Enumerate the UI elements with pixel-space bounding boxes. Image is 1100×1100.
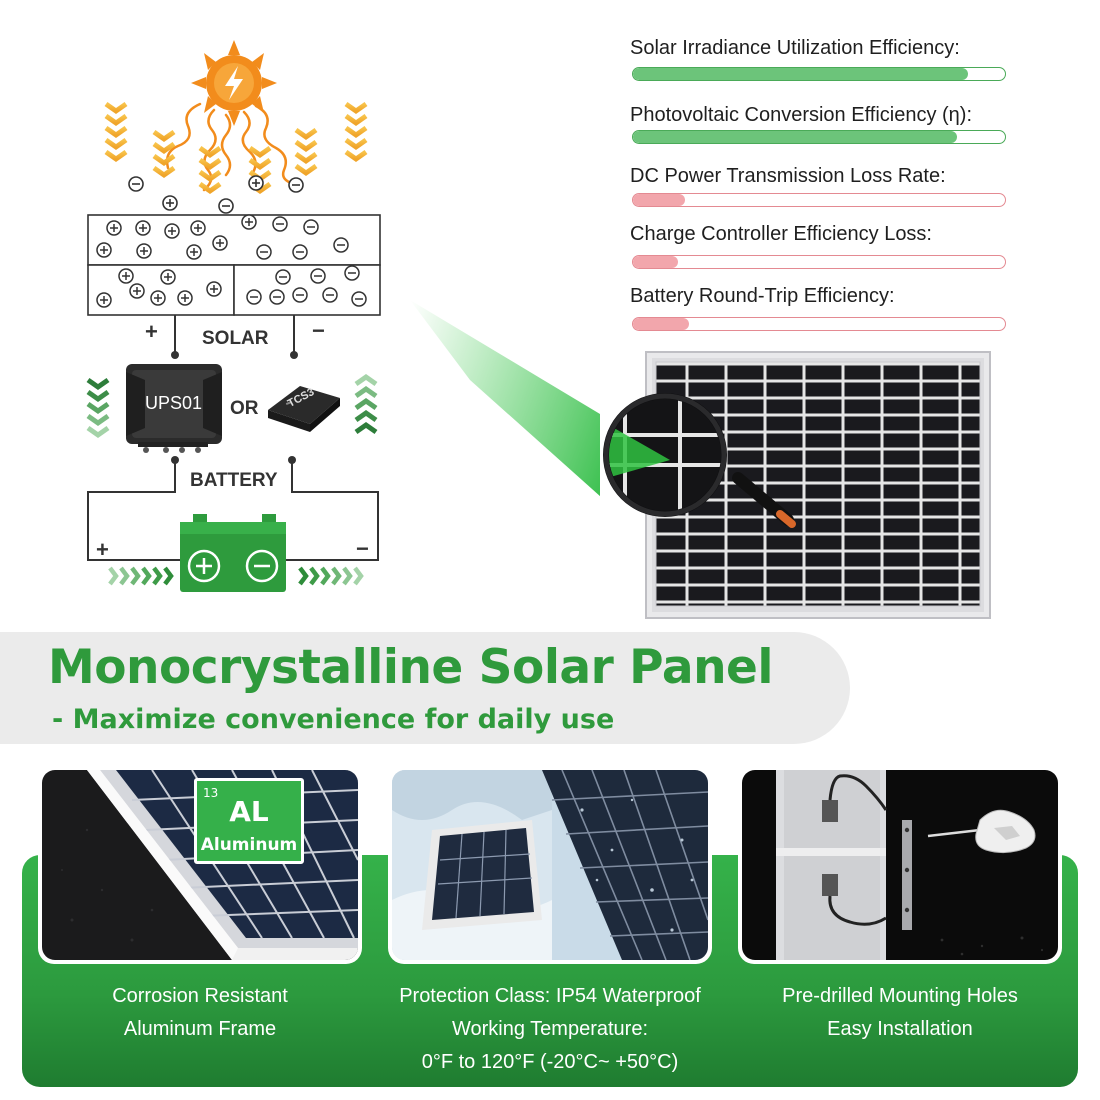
feature-caption-mounting: Pre-drilled Mounting Holes Easy Installa… [730,980,1070,1046]
caption-line: Protection Class: IP54 Waterproof [399,985,701,1007]
chevron-right-icon [108,566,174,586]
metric-bar-fill [633,256,678,268]
metric-bar-fill [633,194,686,206]
feature-caption-waterproof: Protection Class: IP54 Waterproof Workin… [380,980,720,1079]
chevron-down-icon [104,101,128,163]
feature-card-mounting [738,766,1062,964]
metric-bar [632,130,1006,144]
page-title: Monocrystalline Solar Panel [48,640,774,695]
metric-label: Solar Irradiance Utilization Efficiency: [630,37,960,59]
caption-line: Easy Installation [827,1018,973,1040]
title-banner [0,632,850,744]
metric-bar [632,255,1006,269]
caption-line: 0°F to 120°F (-20°C~ +50°C) [421,1051,679,1073]
chevron-down-icon [294,127,318,177]
feature-caption-aluminum: Corrosion Resistant Aluminum Frame [30,980,370,1046]
chevron-up-icon [354,373,378,435]
screwdriver-hand-icon [927,809,1036,854]
metric-bar [632,67,1006,81]
sun-icon [191,40,277,126]
snow-rain-panel-photo [392,770,708,960]
metric-bar [632,193,1006,207]
caption-line: Working Temperature: [451,1018,648,1040]
badge-symbol: AL [229,795,269,828]
solar-minus-sign: − [312,318,325,343]
light-beam [410,300,600,497]
metric-label: Charge Controller Efficiency Loss: [630,223,932,245]
metric-battery-efficiency: Battery Round-Trip Efficiency: [630,284,1008,331]
chevron-down-icon [344,101,368,163]
feature-card-waterproof [388,766,712,964]
badge-name: Aluminum [200,835,298,855]
chevron-down-icon [152,129,176,179]
page-subtitle: - Maximize convenience for daily use [52,704,615,735]
metric-bar-fill [633,131,957,143]
battery-label: BATTERY [190,470,278,491]
metric-controller-loss: Charge Controller Efficiency Loss: [630,222,1008,269]
metric-bar-fill [633,318,689,330]
battery-plus-sign: + [96,537,109,562]
solar-wiring-diagram: + − SOLAR UPS01 OR TCS3 BATTERY + − [0,0,600,620]
ups01-controller-icon [126,364,222,453]
ups01-label: UPS01 [145,393,203,413]
metric-label: Battery Round-Trip Efficiency: [630,285,895,307]
mounting-screwdriver-photo [776,770,1044,960]
chevron-down-icon [198,145,222,195]
metric-conversion: Photovoltaic Conversion Efficiency (η): [630,103,1008,144]
badge-number: 13 [203,786,219,800]
caption-line: Corrosion Resistant [112,985,288,1007]
metric-irradiance: Solar Irradiance Utilization Efficiency: [630,36,1008,81]
caption-line: Aluminum Frame [123,1018,277,1040]
metric-bar [632,317,1006,331]
metric-bar-fill [633,68,968,80]
or-label: OR [230,398,259,419]
feature-card-aluminum: 13 AL Aluminum [38,766,362,964]
solar-plus-sign: + [145,319,158,344]
battery-icon [180,514,286,592]
caption-line: Pre-drilled Mounting Holes [782,985,1018,1007]
metric-label: DC Power Transmission Loss Rate: [630,165,946,187]
aluminum-element-badge: 13 AL Aluminum [194,778,304,864]
metric-dc-loss: DC Power Transmission Loss Rate: [630,164,1008,207]
tcs3-controller-icon [268,386,340,432]
chevron-down-icon [86,377,110,439]
solar-panel-image [570,330,1020,630]
chevron-right-icon [298,566,364,586]
metric-label: Photovoltaic Conversion Efficiency (η): [630,104,973,126]
solar-label: SOLAR [202,328,269,349]
magnifier-icon [603,393,796,528]
battery-minus-sign: − [356,536,369,561]
